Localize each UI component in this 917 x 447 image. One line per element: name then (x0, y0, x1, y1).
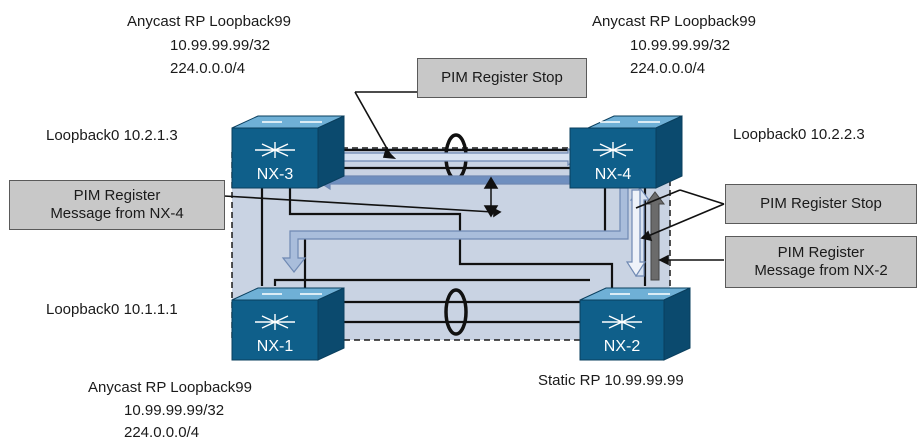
nx1-rp-addr: 10.99.99.99/32 (124, 402, 225, 419)
switch-nx2-icon (579, 287, 691, 361)
callout-register-stop-top-text: PIM Register Stop (441, 69, 563, 86)
nx1-rp-title: Anycast RP Loopback99 (88, 379, 252, 396)
nx3-loopback0-label: Loopback0 10.2.1.3 (46, 127, 178, 144)
switch-nx2-label: NX-2 (603, 338, 641, 355)
nx4-loopback0-label: Loopback0 10.2.2.3 (733, 126, 865, 143)
callout-register-stop-right: PIM Register Stop (725, 184, 917, 224)
callout-register-msg-nx4-line2: Message from NX-4 (50, 205, 184, 222)
nx4-rp-addr: 10.99.99.99/32 (630, 37, 731, 54)
callout-register-stop-right-text: PIM Register Stop (760, 195, 882, 212)
nx1-loopback0-label: Loopback0 10.1.1.1 (46, 301, 178, 318)
static-rp-label: Static RP 10.99.99.99 (538, 372, 684, 389)
nx3-rp-title: Anycast RP Loopback99 (127, 13, 291, 30)
nx4-rp-group: 224.0.0.0/4 (630, 60, 706, 77)
switch-nx1-label: NX-1 (256, 338, 294, 355)
port-channel-bottom (444, 288, 468, 336)
callout-register-msg-nx4-line1: PIM Register (73, 187, 161, 204)
switch-nx3-icon (231, 115, 345, 189)
callout-register-msg-nx2-line1: PIM Register (777, 244, 865, 261)
switch-nx4-icon (569, 115, 683, 189)
callout-register-msg-nx4: PIM Register Message from NX-4 (9, 180, 225, 230)
nx4-rp-title: Anycast RP Loopback99 (592, 13, 756, 30)
nx3-rp-addr: 10.99.99.99/32 (170, 37, 271, 54)
callout-register-msg-nx2-line2: Message from NX-2 (754, 262, 888, 279)
switch-nx3-label: NX-3 (256, 166, 294, 183)
switch-nx4-label: NX-4 (594, 166, 632, 183)
callout-register-stop-top: PIM Register Stop (417, 58, 587, 98)
nx3-rp-group: 224.0.0.0/4 (170, 60, 246, 77)
nx1-rp-group: 224.0.0.0/4 (124, 424, 200, 441)
switch-nx1-icon (231, 287, 345, 361)
callout-pointers (223, 91, 725, 266)
callout-register-msg-nx2: PIM Register Message from NX-2 (725, 236, 917, 288)
